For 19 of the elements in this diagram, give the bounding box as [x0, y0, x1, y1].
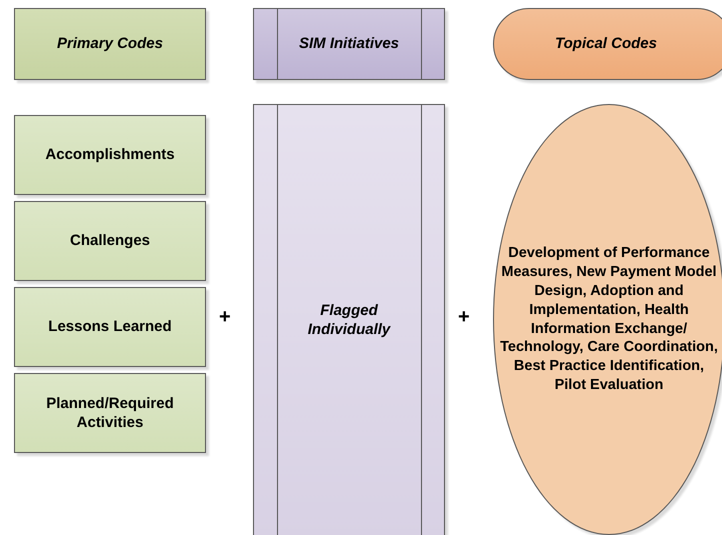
- process-box: [14, 373, 206, 453]
- node-label: Accomplishments: [45, 145, 175, 165]
- node-label: Development of Performance Measures, New Payment Model Design, Adoption and Implementation, Health Information Exchange/ Technology, Care Coordination, Best Practice Identification, Pilot Evaluation: [500, 244, 718, 395]
- node-label: Planned/Required Activities: [45, 394, 175, 432]
- node-label: Flagged Individually: [306, 300, 392, 340]
- node-label: SIM Initiatives: [298, 34, 400, 54]
- terminator-shape: [493, 8, 722, 80]
- predefined-process-box: [253, 8, 445, 80]
- plus-sign: +: [458, 306, 470, 329]
- process-box: [14, 115, 206, 195]
- plus-sign: +: [219, 306, 231, 329]
- node-label: Primary Codes: [57, 34, 163, 54]
- predefined-process-box: [253, 104, 445, 535]
- process-box: [14, 287, 206, 367]
- node-label: Topical Codes: [555, 34, 657, 54]
- process-box: [14, 8, 206, 80]
- process-box: [14, 201, 206, 281]
- node-label: Lessons Learned: [48, 317, 172, 337]
- node-label: Challenges: [70, 231, 150, 251]
